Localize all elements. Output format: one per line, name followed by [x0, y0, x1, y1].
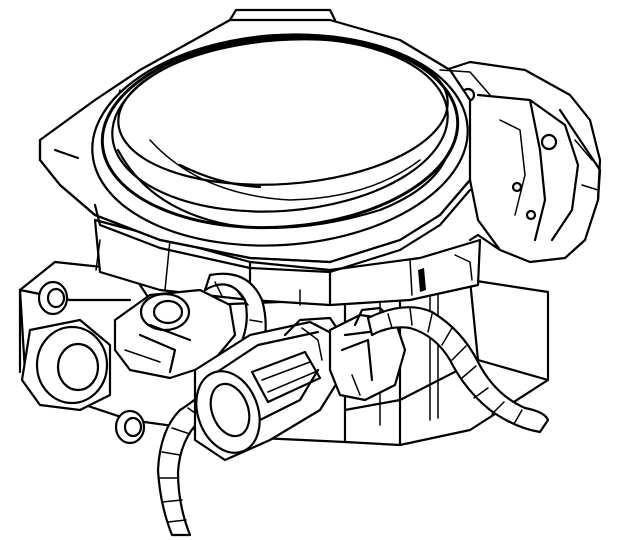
idle-air-control-valve [113, 288, 237, 380]
wiring-harness-right [366, 306, 550, 434]
detail-marks [95, 233, 502, 306]
left-bosses [18, 280, 146, 445]
connector [193, 316, 347, 462]
throttle-bore [91, 33, 469, 247]
